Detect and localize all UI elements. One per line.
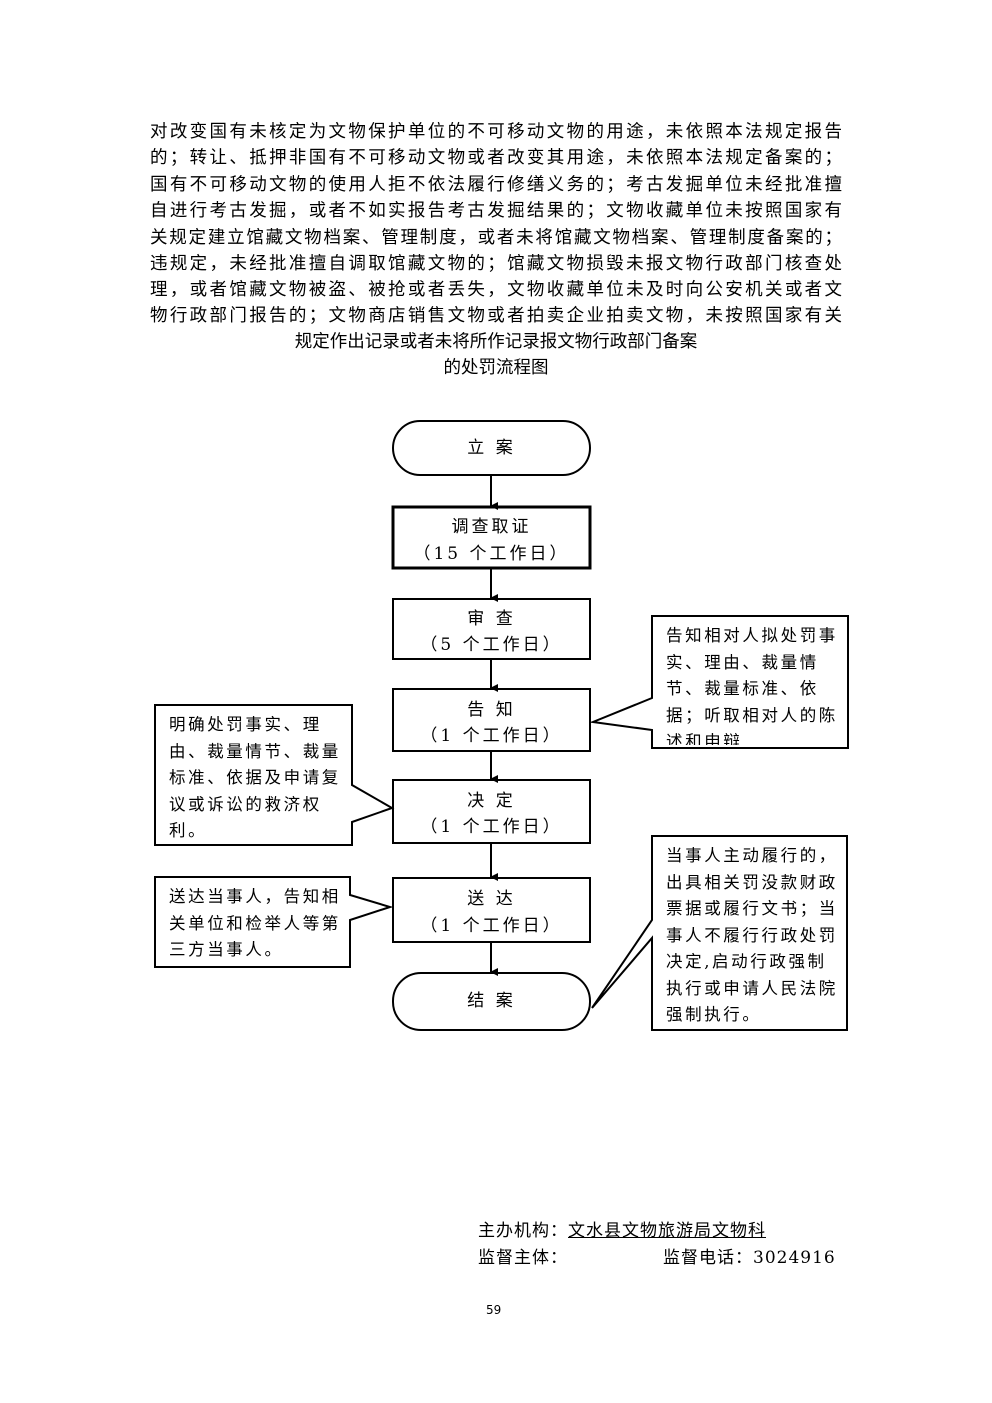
step-close: 结 案 [467,991,516,1011]
step-box-review [392,598,591,660]
organizer-value: 文水县文物旅游局文物科 [568,1221,766,1241]
title-line: 国有不可移动文物的使用人拒不依法履行修缮义务的；考古发掘单位未经批准擅 [150,175,842,195]
step-investigate-days: （15 个工作日） [413,544,570,564]
phone-line: 监督电话：3024916 [663,1243,836,1268]
title-line: 物行政部门报告的；文物商店销售文物或者拍卖企业拍卖文物，未按照国家有关 [150,306,842,326]
callout-notify [589,615,849,749]
step-investigate: 调查取证 [451,517,532,537]
phone-label: 监督电话： [663,1248,753,1268]
note-deliver: 送达当事人，告知相关单位和检举人等第三方当事人。 [169,887,341,959]
step-review: 审 查 [467,609,516,629]
step-start: 立 案 [467,438,516,458]
callout-close [591,835,848,1031]
step-decide: 决 定 [467,791,516,811]
title-line: 理，或者馆藏文物被盗、被抢或者丢失，文物收藏单位未及时向公安机关或者文 [150,280,842,300]
phone-value: 3024916 [753,1248,836,1268]
organizer-line: 主办机构：文水县文物旅游局文物科 [478,1216,790,1241]
title-line: 规定作出记录或者未将所作记录报文物行政部门备案 [294,332,698,352]
step-notify-days: （1 个工作日） [420,726,563,746]
title-line: 关规定建立馆藏文物档案、管理制度，或者未将馆藏文物档案、管理制度备案的； [150,228,842,248]
title-line: 违规定，未经批准擅自调取馆藏文物的；馆藏文物损毁未报文物行政部门核查处 [150,254,842,274]
step-box-investigate [391,505,592,570]
step-notify: 告 知 [467,700,516,720]
note-notify: 告知相对人拟处罚事实、理由、裁量情节、裁量标准、依据；听取相对人的陈述和申辩 [666,626,838,745]
step-decide-days: （1 个工作日） [420,817,563,837]
step-review-days: （5 个工作日） [420,635,563,655]
organizer-label: 主办机构： [478,1221,568,1241]
title-line: 自进行考古发掘，或者不如实报告考古发掘结果的；文物收藏单位未按照国家有 [150,201,842,221]
step-box-notify [392,688,591,752]
callout-deliver [154,876,394,968]
title-line: 的处罚流程图 [443,358,549,378]
note-close: 当事人主动履行的，出具相关罚没款财政票据或履行文书；当事人不履行行政处罚决定,启… [666,846,838,1024]
page-number: 59 [486,1303,502,1317]
note-decide: 明确处罚事实、理由、裁量情节、裁量标准、依据及申请复议或诉讼的救济权利。 [169,715,341,840]
title-line: 的；转让、抵押非国有不可移动文物或者改变其用途，未依照本法规定备案的； [150,148,842,168]
title-line: 对改变国有未核定为文物保护单位的不可移动文物的用途，未依照本法规定报告 [150,122,842,142]
callout-decide [154,704,395,846]
step-deliver-days: （1 个工作日） [420,916,563,936]
step-deliver: 送 达 [467,889,516,909]
supervisor-label: 监督主体： [478,1248,568,1268]
